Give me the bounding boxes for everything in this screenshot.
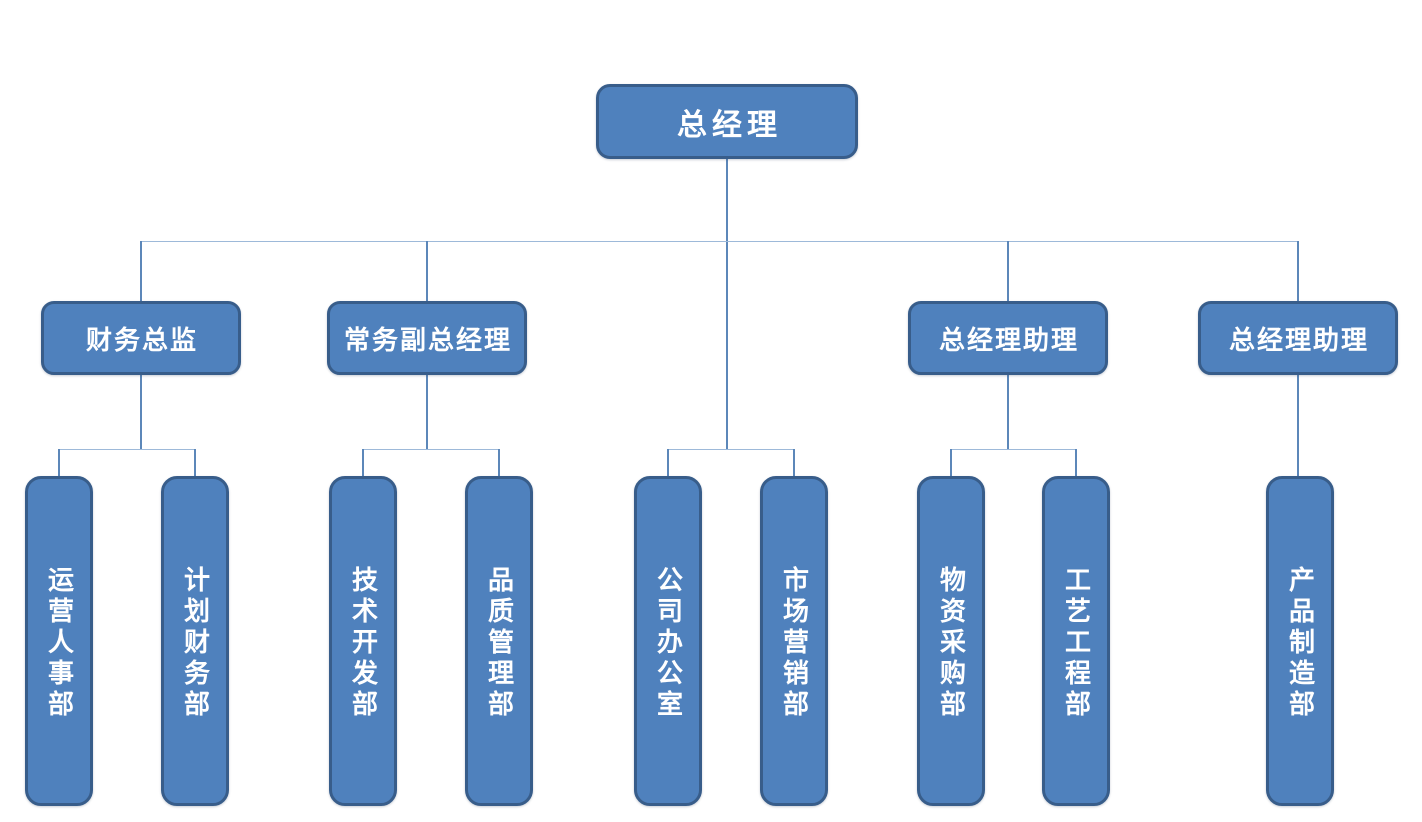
connector-root-trunk	[726, 159, 728, 450]
connector-drop-finance-director	[140, 241, 142, 301]
org-node-gm-assistant-2: 总经理助理	[1198, 301, 1398, 375]
connector-executive-deputy-gm-trunk	[426, 375, 428, 450]
connector-drop-materials-procurement	[950, 449, 952, 476]
connector-drop-process-engineering	[1075, 449, 1077, 476]
connector-drop-marketing	[793, 449, 795, 476]
connector-drop-company-office	[667, 449, 669, 476]
connector-gm-assistant-2-to-product-manufacturing	[1297, 375, 1299, 476]
org-node-gm-assistant-1: 总经理助理	[908, 301, 1108, 375]
org-node-marketing-dept: 市场营销部	[760, 476, 828, 806]
org-node-executive-deputy-gm: 常务副总经理	[327, 301, 527, 375]
connector-drop-gm-assistant-2	[1297, 241, 1299, 301]
connector-drop-tech-development	[362, 449, 364, 476]
connector-gm-assistant-1-trunk	[1007, 375, 1009, 450]
connector-branch-gm-assistant-1	[951, 449, 1077, 450]
connector-drop-planning-finance	[194, 449, 196, 476]
connector-drop-quality-management	[498, 449, 500, 476]
connector-branch-executive-deputy-gm	[363, 449, 500, 450]
connector-finance-director-trunk	[140, 375, 142, 450]
org-node-general-manager: 总经理	[596, 84, 858, 159]
connector-main-horizontal	[141, 241, 1299, 242]
org-node-quality-management-dept: 品质管理部	[465, 476, 533, 806]
org-node-operations-hr-dept: 运营人事部	[25, 476, 93, 806]
org-node-materials-procurement-dept: 物资采购部	[917, 476, 985, 806]
connector-drop-gm-assistant-1	[1007, 241, 1009, 301]
org-node-tech-development-dept: 技术开发部	[329, 476, 397, 806]
connector-branch-gm-direct	[668, 449, 795, 450]
org-node-product-manufacturing-dept: 产品制造部	[1266, 476, 1334, 806]
org-node-finance-director: 财务总监	[41, 301, 241, 375]
connector-branch-finance-director	[59, 449, 196, 450]
connector-drop-executive-deputy-gm	[426, 241, 428, 301]
connector-drop-operations-hr	[58, 449, 60, 476]
org-node-planning-finance-dept: 计划财务部	[161, 476, 229, 806]
org-node-process-engineering-dept: 工艺工程部	[1042, 476, 1110, 806]
org-node-company-office: 公司办公室	[634, 476, 702, 806]
